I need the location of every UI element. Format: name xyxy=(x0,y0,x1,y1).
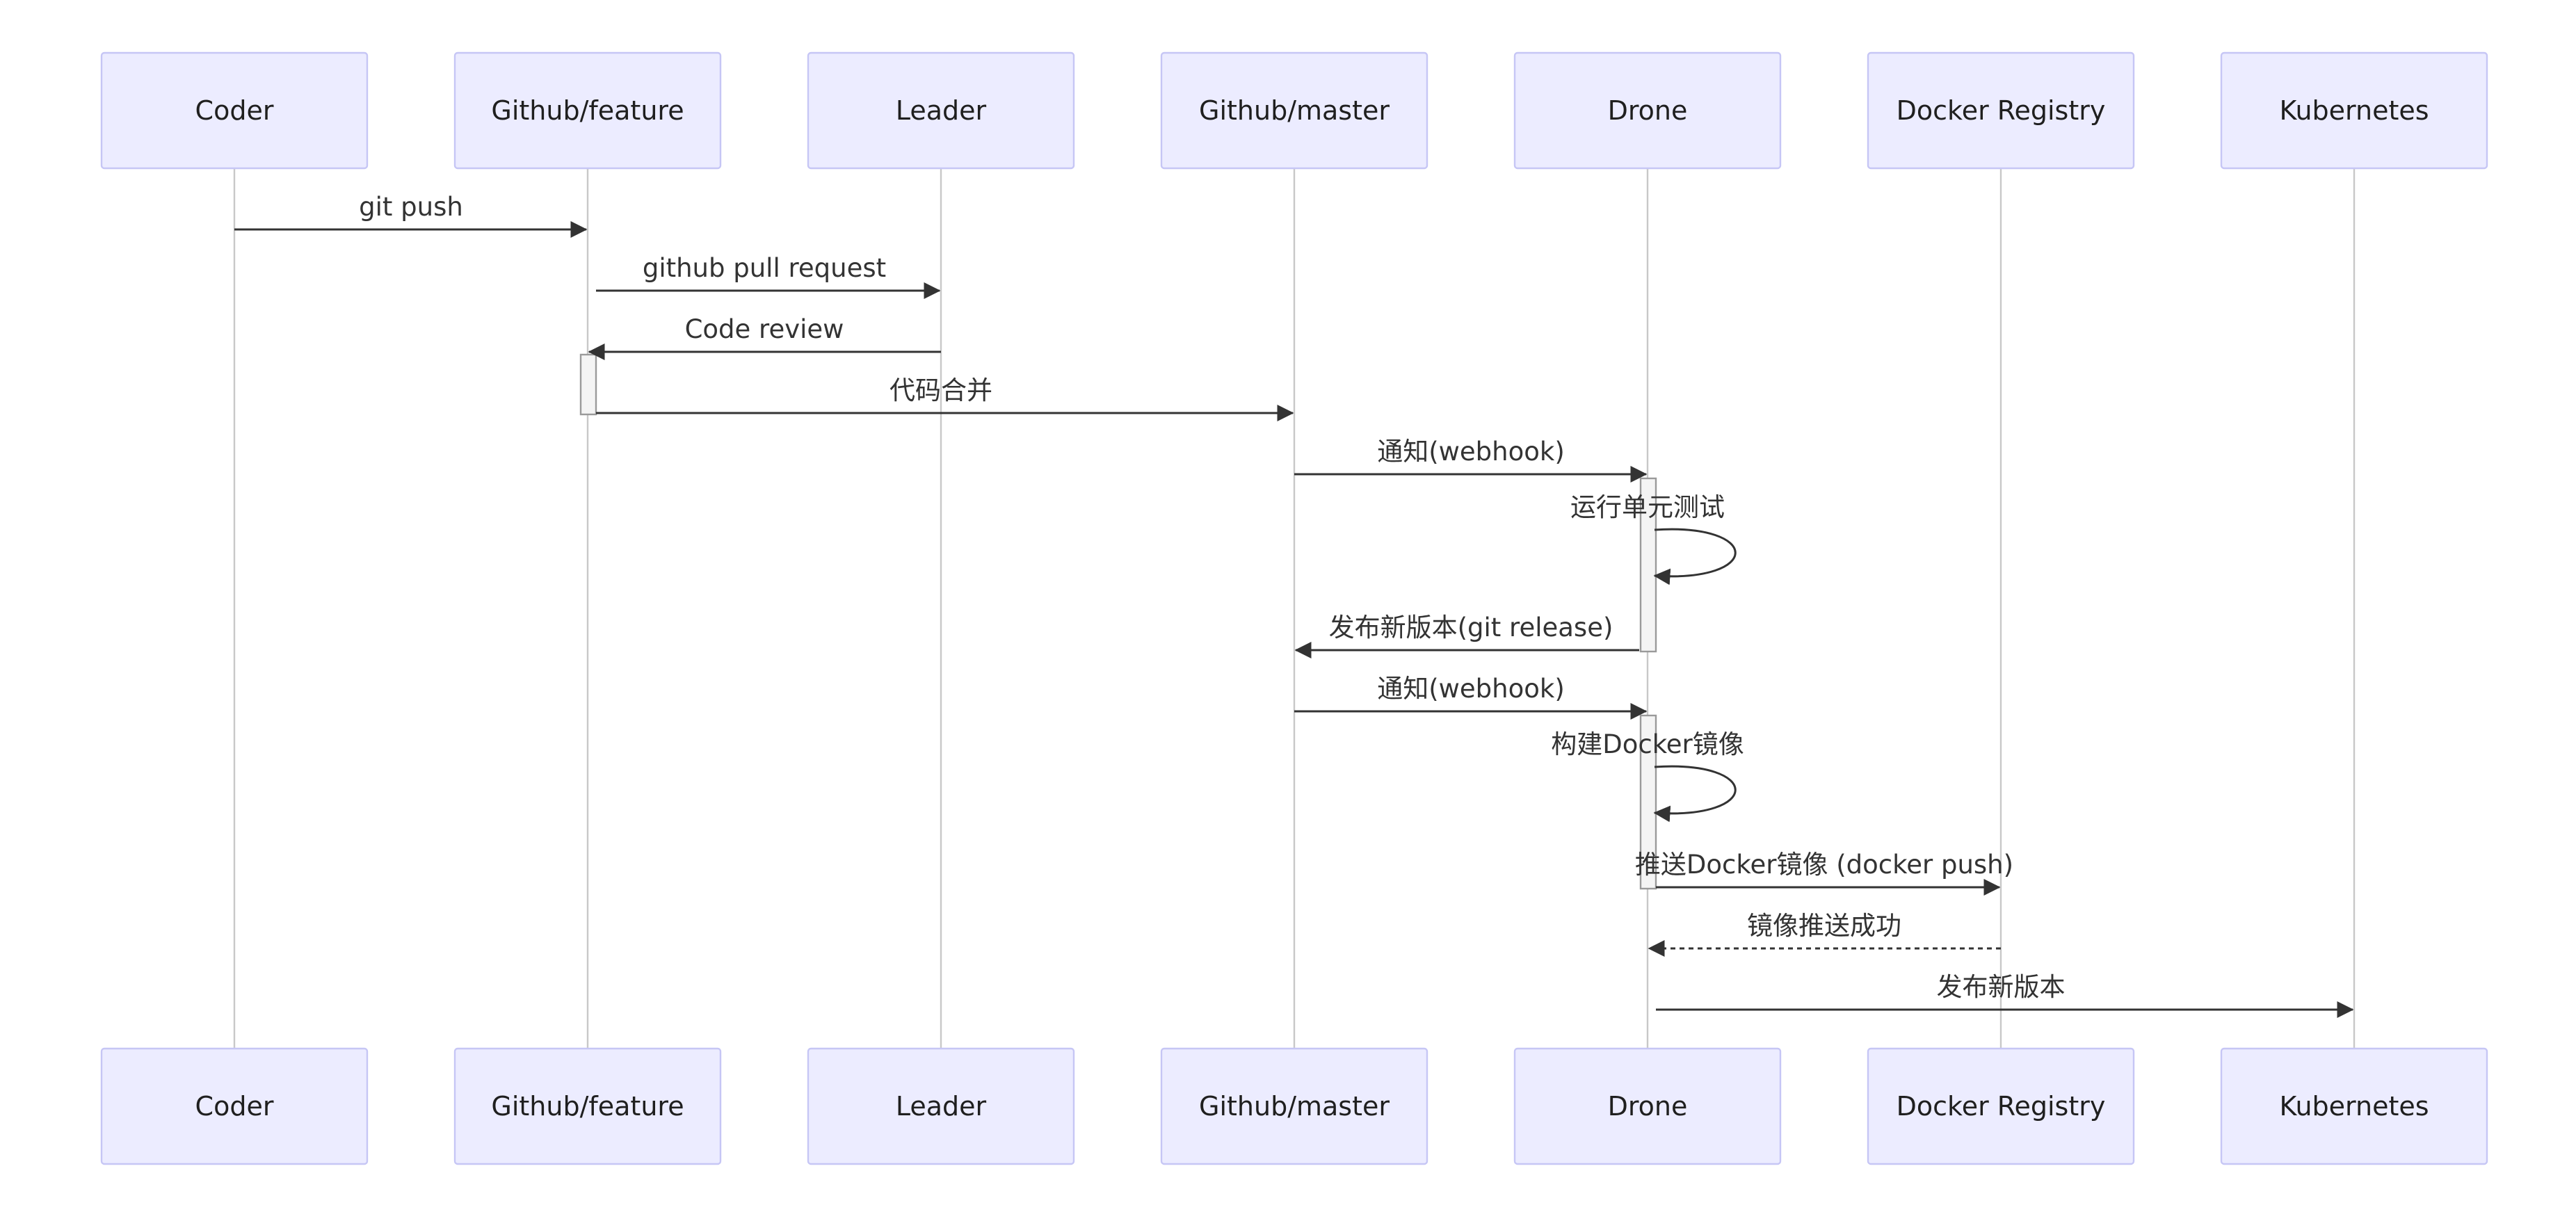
activation-github-feature xyxy=(579,353,597,416)
message-8: 通知(webhook) xyxy=(1294,674,1648,720)
message-6: 运行单元测试 xyxy=(1570,492,1737,585)
actor-bottom-kubernetes: Kubernetes xyxy=(2220,1047,2488,1165)
actor-box xyxy=(453,1047,722,1165)
message-3: Code review xyxy=(588,314,941,360)
actor-bottom-coder: Coder xyxy=(100,1047,369,1165)
message-label: 代码合并 xyxy=(889,375,992,405)
actor-bottom-drone: Drone xyxy=(1513,1047,1782,1165)
actor-label: Docker Registry xyxy=(1897,95,2106,126)
actor-label: Drone xyxy=(1608,95,1688,126)
actor-bottom-github-master: Github/master xyxy=(1160,1047,1428,1165)
actor-box xyxy=(100,1047,369,1165)
actor-box xyxy=(2220,51,2488,170)
actor-top-kubernetes: Kubernetes xyxy=(2220,51,2488,170)
message-4: 代码合并 xyxy=(596,375,1294,421)
actor-box xyxy=(1160,51,1428,170)
activations xyxy=(579,353,1657,890)
self-message-loop xyxy=(1653,765,1737,823)
message-10: 推送Docker镜像 (docker push) xyxy=(1635,850,2013,896)
actor-top-github-feature: Github/feature xyxy=(453,51,722,170)
actor-bottom-github-feature: Github/feature xyxy=(453,1047,722,1165)
actor-label: Drone xyxy=(1608,1091,1688,1122)
message-label: 推送Docker镜像 (docker push) xyxy=(1635,850,2013,880)
actor-box xyxy=(1513,51,1782,170)
activation-drone-2 xyxy=(1639,714,1657,890)
message-label: git push xyxy=(359,192,463,222)
actor-top-docker-registry: Docker Registry xyxy=(1867,51,2135,170)
actor-label: Coder xyxy=(195,1091,274,1122)
actors-top: Coder Github/feature Leader Github/master Dr… xyxy=(100,51,2488,170)
actor-label: Kubernetes xyxy=(2279,1091,2429,1122)
actor-label: Leader xyxy=(896,1091,987,1122)
actor-label: Leader xyxy=(896,95,987,126)
message-label: 构建Docker镜像 xyxy=(1551,729,1744,759)
actor-label: Github/master xyxy=(1199,1091,1390,1122)
actor-bottom-docker-registry: Docker Registry xyxy=(1867,1047,2135,1165)
actors-bottom: Coder Github/feature Leader Github/master Dr… xyxy=(100,1047,2488,1165)
message-2: github pull request xyxy=(596,253,941,299)
actor-box xyxy=(100,51,369,170)
activation-drone-1 xyxy=(1639,477,1657,653)
message-label: Code review xyxy=(685,314,844,344)
message-label: github pull request xyxy=(643,253,886,283)
actor-box xyxy=(2220,1047,2488,1165)
actor-box xyxy=(1867,51,2135,170)
actor-box xyxy=(807,51,1075,170)
actor-label: Github/feature xyxy=(491,95,684,126)
actor-box xyxy=(1513,1047,1782,1165)
message-label: 通知(webhook) xyxy=(1377,437,1565,467)
actor-label: Github/master xyxy=(1199,95,1390,126)
message-5: 通知(webhook) xyxy=(1294,437,1648,483)
message-label: 镜像推送成功 xyxy=(1747,911,1901,941)
actor-top-drone: Drone xyxy=(1513,51,1782,170)
actor-top-github-master: Github/master xyxy=(1160,51,1428,170)
message-label: 发布新版本(git release) xyxy=(1329,613,1613,642)
message-1: git push xyxy=(234,192,588,238)
message-12: 发布新版本 xyxy=(1656,972,2354,1018)
actor-bottom-leader: Leader xyxy=(807,1047,1075,1165)
message-9: 构建Docker镜像 xyxy=(1551,729,1744,823)
actor-box xyxy=(1160,1047,1428,1165)
message-11: 镜像推送成功 xyxy=(1648,911,2001,957)
message-label: 通知(webhook) xyxy=(1377,674,1565,704)
message-label: 发布新版本 xyxy=(1937,972,2066,1002)
actor-top-coder: Coder xyxy=(100,51,369,170)
actor-box xyxy=(807,1047,1075,1165)
actor-label: Docker Registry xyxy=(1897,1091,2106,1122)
self-message-loop xyxy=(1653,528,1737,585)
actor-top-leader: Leader xyxy=(807,51,1075,170)
actor-box xyxy=(453,51,722,170)
actor-label: Kubernetes xyxy=(2279,95,2429,126)
message-7: 发布新版本(git release) xyxy=(1294,613,1639,658)
actor-box xyxy=(1867,1047,2135,1165)
actor-label: Github/feature xyxy=(491,1091,684,1122)
actor-label: Coder xyxy=(195,95,274,126)
message-label: 运行单元测试 xyxy=(1570,492,1725,522)
lifelines xyxy=(233,168,2356,1049)
